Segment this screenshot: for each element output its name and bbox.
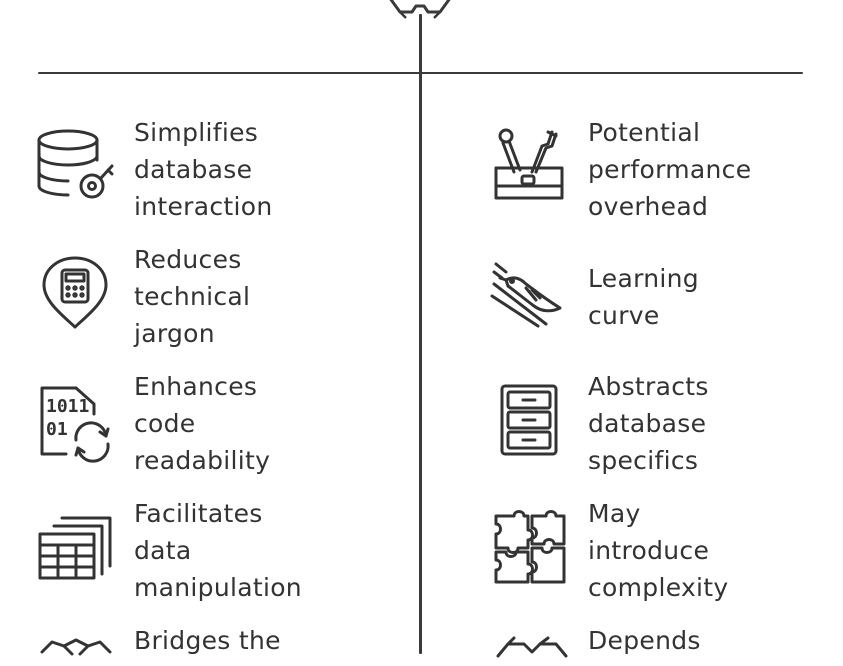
calculator-pin-icon (42, 256, 108, 329)
pro-label-1: Simplifies database interaction (134, 118, 273, 221)
con-label-3: Abstracts database specifics (588, 372, 709, 475)
sliding-bird-icon (490, 262, 562, 328)
pro-label-2: Reduces technical jargon (134, 245, 251, 348)
boxes-icon (496, 636, 568, 658)
con-label-5: Depends (588, 626, 701, 655)
toolbox-icon (494, 128, 564, 200)
con-label-1: Potential performance overhead (588, 118, 752, 221)
database-key-icon (37, 129, 114, 199)
pro-label-3: Enhances code readability (134, 372, 271, 475)
con-label-2: Learning curve (588, 264, 699, 330)
svg-text:01: 01 (46, 419, 68, 440)
stacked-tables-icon (38, 516, 112, 580)
svg-text:1011: 1011 (46, 396, 89, 417)
scale-top-icon (389, 0, 451, 19)
con-label-4: May introduce complexity (588, 499, 729, 602)
pro-label-5: Bridges the (134, 626, 281, 655)
puzzle-icon (494, 510, 566, 584)
filing-cabinet-icon (500, 384, 558, 456)
pro-label-4: Facilitates data manipulation (134, 499, 302, 602)
handshake-icon (40, 638, 112, 656)
center-divider (419, 14, 422, 654)
pros-cons-diagram: Simplifies database interaction Reduces … (37, 0, 803, 658)
binary-code-file-icon: 1011 01 (40, 386, 110, 463)
